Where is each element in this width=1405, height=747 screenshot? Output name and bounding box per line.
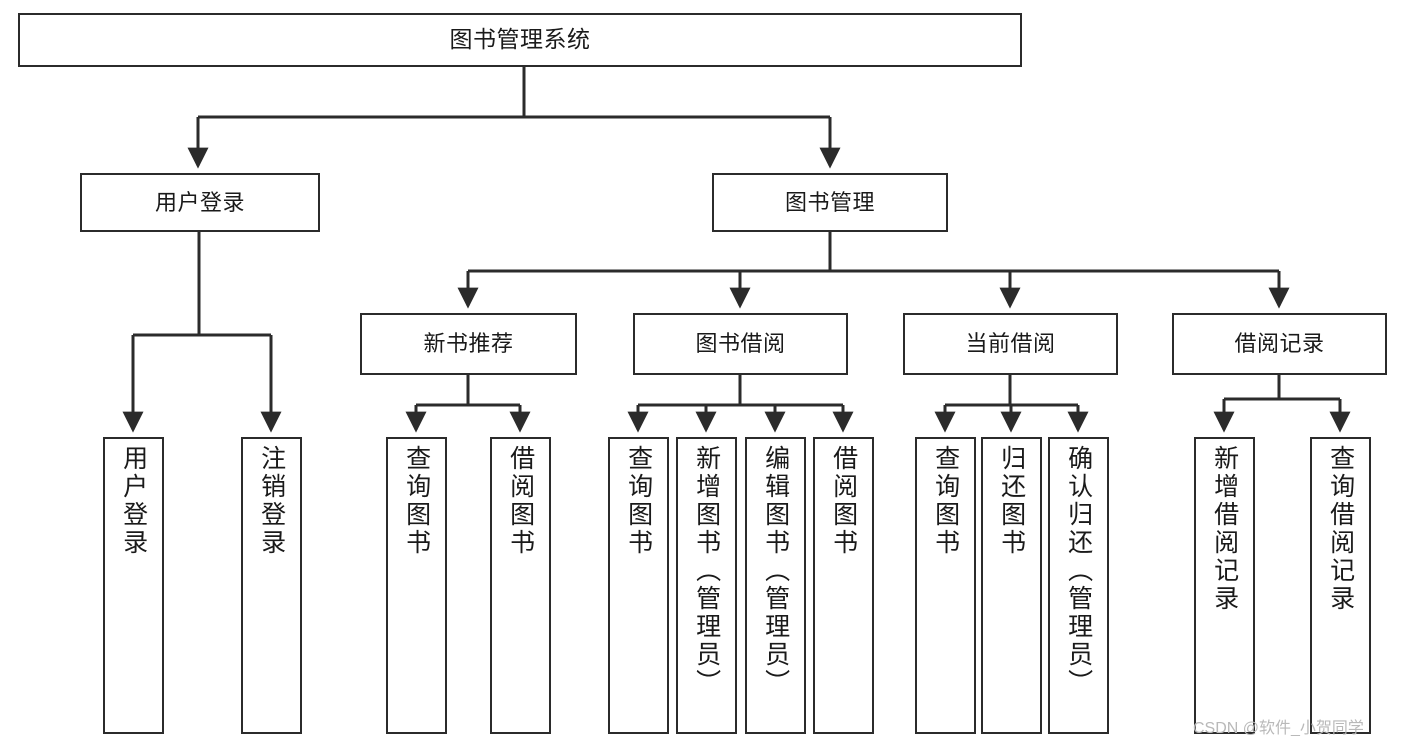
node-leaf-user-login[interactable]: 用户登录 [103,437,164,734]
node-leaf-borrow-book-2-label: 借阅图书 [829,445,858,557]
node-leaf-edit-book-label: 编辑图书（管理员） [761,445,790,697]
node-book-manage[interactable]: 图书管理 [712,173,948,232]
node-leaf-user-logout-label: 注销登录 [257,445,286,557]
node-leaf-return-book-label: 归还图书 [997,445,1026,557]
node-user-login-label: 用户登录 [154,189,245,215]
node-new-book-rec[interactable]: 新书推荐 [360,313,577,375]
node-leaf-edit-book[interactable]: 编辑图书（管理员） [745,437,806,734]
node-book-borrow[interactable]: 图书借阅 [633,313,848,375]
node-leaf-user-login-label: 用户登录 [119,445,148,557]
node-root[interactable]: 图书管理系统 [18,13,1022,67]
node-user-login[interactable]: 用户登录 [80,173,320,232]
node-leaf-borrow-book-1-label: 借阅图书 [506,445,535,557]
node-borrow-record-label: 借阅记录 [1234,331,1325,357]
node-leaf-borrow-book-2[interactable]: 借阅图书 [813,437,874,734]
node-leaf-user-logout[interactable]: 注销登录 [241,437,302,734]
watermark: CSDN @软件_小贺同学 [1193,720,1364,737]
node-borrow-record[interactable]: 借阅记录 [1172,313,1387,375]
node-leaf-query-book-1-label: 查询图书 [402,445,431,557]
node-book-manage-label: 图书管理 [784,189,875,215]
node-leaf-query-book-3-label: 查询图书 [931,445,960,557]
node-leaf-confirm-return-label: 确认归还（管理员） [1064,445,1093,697]
node-leaf-query-book-3[interactable]: 查询图书 [915,437,976,734]
node-leaf-query-record-label: 查询借阅记录 [1326,445,1355,613]
node-leaf-add-book-label: 新增图书（管理员） [692,445,721,697]
node-root-label: 图书管理系统 [449,26,591,53]
node-leaf-add-book[interactable]: 新增图书（管理员） [676,437,737,734]
node-new-book-rec-label: 新书推荐 [423,331,514,357]
node-leaf-add-record-label: 新增借阅记录 [1210,445,1239,613]
node-leaf-query-book-2[interactable]: 查询图书 [608,437,669,734]
node-leaf-query-book-1[interactable]: 查询图书 [386,437,447,734]
node-current-borrow[interactable]: 当前借阅 [903,313,1118,375]
node-leaf-query-record[interactable]: 查询借阅记录 [1310,437,1371,734]
node-leaf-return-book[interactable]: 归还图书 [981,437,1042,734]
node-leaf-borrow-book-1[interactable]: 借阅图书 [490,437,551,734]
node-leaf-confirm-return[interactable]: 确认归还（管理员） [1048,437,1109,734]
node-current-borrow-label: 当前借阅 [965,331,1056,357]
node-book-borrow-label: 图书借阅 [695,331,786,357]
node-leaf-query-book-2-label: 查询图书 [624,445,653,557]
node-leaf-add-record[interactable]: 新增借阅记录 [1194,437,1255,734]
